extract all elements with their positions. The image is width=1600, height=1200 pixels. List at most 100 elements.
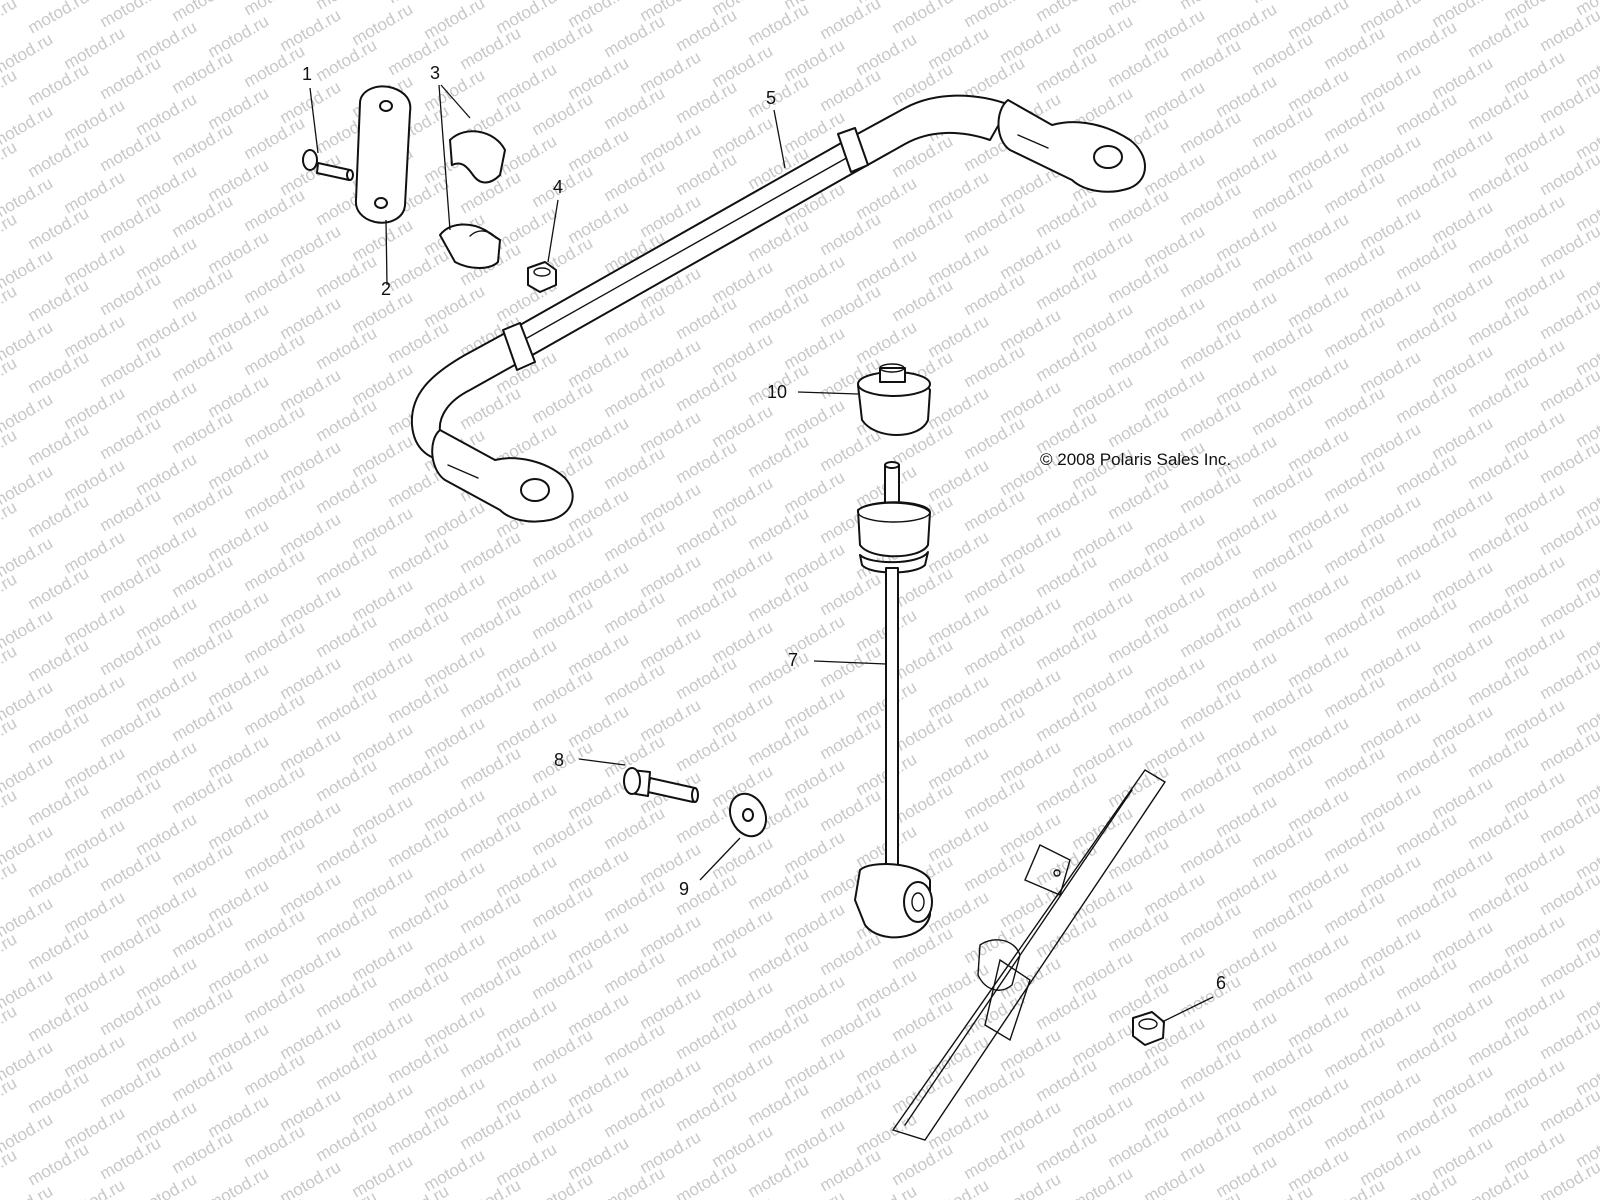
watermark-text: motod.ru [817,713,885,763]
watermark-text: motod.ru [241,0,309,19]
watermark-text: motod.ru [385,317,453,367]
watermark-text: motod.ru [1105,833,1173,883]
watermark-text: motod.ru [1105,689,1173,739]
watermark-text: motod.ru [1393,233,1461,283]
watermark-text: motod.ru [1249,29,1317,79]
watermark-text: motod.ru [1465,83,1533,133]
watermark-text: motod.ru [1321,815,1389,865]
watermark-text: motod.ru [169,839,237,889]
watermark-text: motod.ru [241,977,309,1027]
watermark-text: motod.ru [529,1097,597,1147]
watermark-text: motod.ru [673,725,741,775]
watermark-text: motod.ru [889,0,957,37]
watermark-text: motod.ru [241,545,309,595]
watermark-text: motod.ru [1321,383,1389,433]
watermark-text: motod.ru [1393,593,1461,643]
watermark-text: motod.ru [529,1025,597,1075]
watermark-text: motod.ru [673,365,741,415]
watermark-text: motod.ru [313,683,381,733]
leader-lines [309,84,1214,1023]
callout-6: 6 [1216,973,1226,993]
watermark-text: motod.ru [1321,887,1389,937]
watermark-text: motod.ru [1249,1037,1317,1087]
watermark-text: motod.ru [25,275,93,325]
watermark-text: motod.ru [1105,0,1173,19]
watermark-text: motod.ru [1177,251,1245,301]
watermark-text: motod.ru [1537,77,1600,127]
watermark-text: motod.ru [241,41,309,91]
watermark-text: motod.ru [673,77,741,127]
watermark-text: motod.ru [1393,1169,1461,1200]
watermark-text: motod.ru [745,287,813,337]
watermark-text: motod.ru [745,0,813,49]
watermark-text: motod.ru [601,155,669,205]
watermark-text: motod.ru [745,431,813,481]
watermark-text: motod.ru [601,875,669,925]
watermark-text: motod.ru [1465,1091,1533,1141]
watermark-text: motod.ru [1033,551,1101,601]
watermark-text: motod.ru [1393,809,1461,859]
watermark-text: motod.ru [1177,179,1245,229]
watermark-text: motod.ru [1537,1157,1600,1200]
watermark-text: motod.ru [97,0,165,31]
watermark-text: motod.ru [817,569,885,619]
watermark-text: motod.ru [97,773,165,823]
watermark-text: motod.ru [529,377,597,427]
watermark-text: motod.ru [1321,1031,1389,1081]
watermark-text: motod.ru [1393,89,1461,139]
watermark-text: motod.ru [1105,473,1173,523]
watermark-text: motod.ru [1177,827,1245,877]
watermark-text: motod.ru [1033,47,1101,97]
watermark-text: motod.ru [97,125,165,175]
watermark-text: motod.ru [313,467,381,517]
watermark-text: motod.ru [97,485,165,535]
watermark-text: motod.ru [961,773,1029,823]
watermark-text: motod.ru [1393,449,1461,499]
watermark-text: motod.ru [385,1037,453,1087]
watermark-text: motod.ru [673,1157,741,1200]
watermark-text: motod.ru [745,935,813,985]
watermark-text: motod.ru [1465,659,1533,709]
watermark-text: motod.ru [1177,1187,1245,1200]
watermark-text: motod.ru [1033,623,1101,673]
watermark-text: motod.ru [97,53,165,103]
watermark-text: motod.ru [241,761,309,811]
watermark-text: motod.ru [457,1031,525,1081]
watermark-text: motod.ru [241,185,309,235]
watermark-text: motod.ru [997,1169,1065,1200]
watermark-text: motod.ru [385,533,453,583]
watermark-text: motod.ru [457,1175,525,1200]
watermark-text: motod.ru [1105,185,1173,235]
watermark-text: motod.ru [169,263,237,313]
watermark-text: motod.ru [1465,803,1533,853]
watermark-text: motod.ru [97,413,165,463]
watermark-text: motod.ru [1177,971,1245,1021]
watermark-text: motod.ru [1105,617,1173,667]
watermark-text: motod.ru [673,149,741,199]
watermark-text: motod.ru [241,905,309,955]
watermark-text: motod.ru [1249,1181,1317,1200]
watermark-text: motod.ru [0,209,20,259]
watermark-text: motod.ru [1393,1025,1461,1075]
watermark-text: motod.ru [313,1187,381,1200]
watermark-text: motod.ru [529,17,597,67]
watermark-text: motod.ru [1141,1157,1209,1200]
watermark-text: motod.ru [1537,941,1600,991]
watermark-text: motod.ru [961,845,1029,895]
watermark-text: motod.ru [673,509,741,559]
watermark-text: motod.ru [601,1163,669,1200]
watermark-text: motod.ru [385,893,453,943]
watermark-text: motod.ru [313,611,381,661]
watermark-text: motod.ru [1249,317,1317,367]
watermark-text: motod.ru [817,785,885,835]
watermark-text: motod.ru [169,335,237,385]
watermark-text: motod.ru [1177,899,1245,949]
watermark-text: motod.ru [1033,695,1101,745]
watermark-text: motod.ru [241,1049,309,1099]
watermark-text: motod.ru [1249,173,1317,223]
watermark-text: motod.ru [529,89,597,139]
watermark-text: motod.ru [1465,11,1533,61]
watermark-text: motod.ru [1393,521,1461,571]
watermark-text: motod.ru [1321,1175,1389,1200]
